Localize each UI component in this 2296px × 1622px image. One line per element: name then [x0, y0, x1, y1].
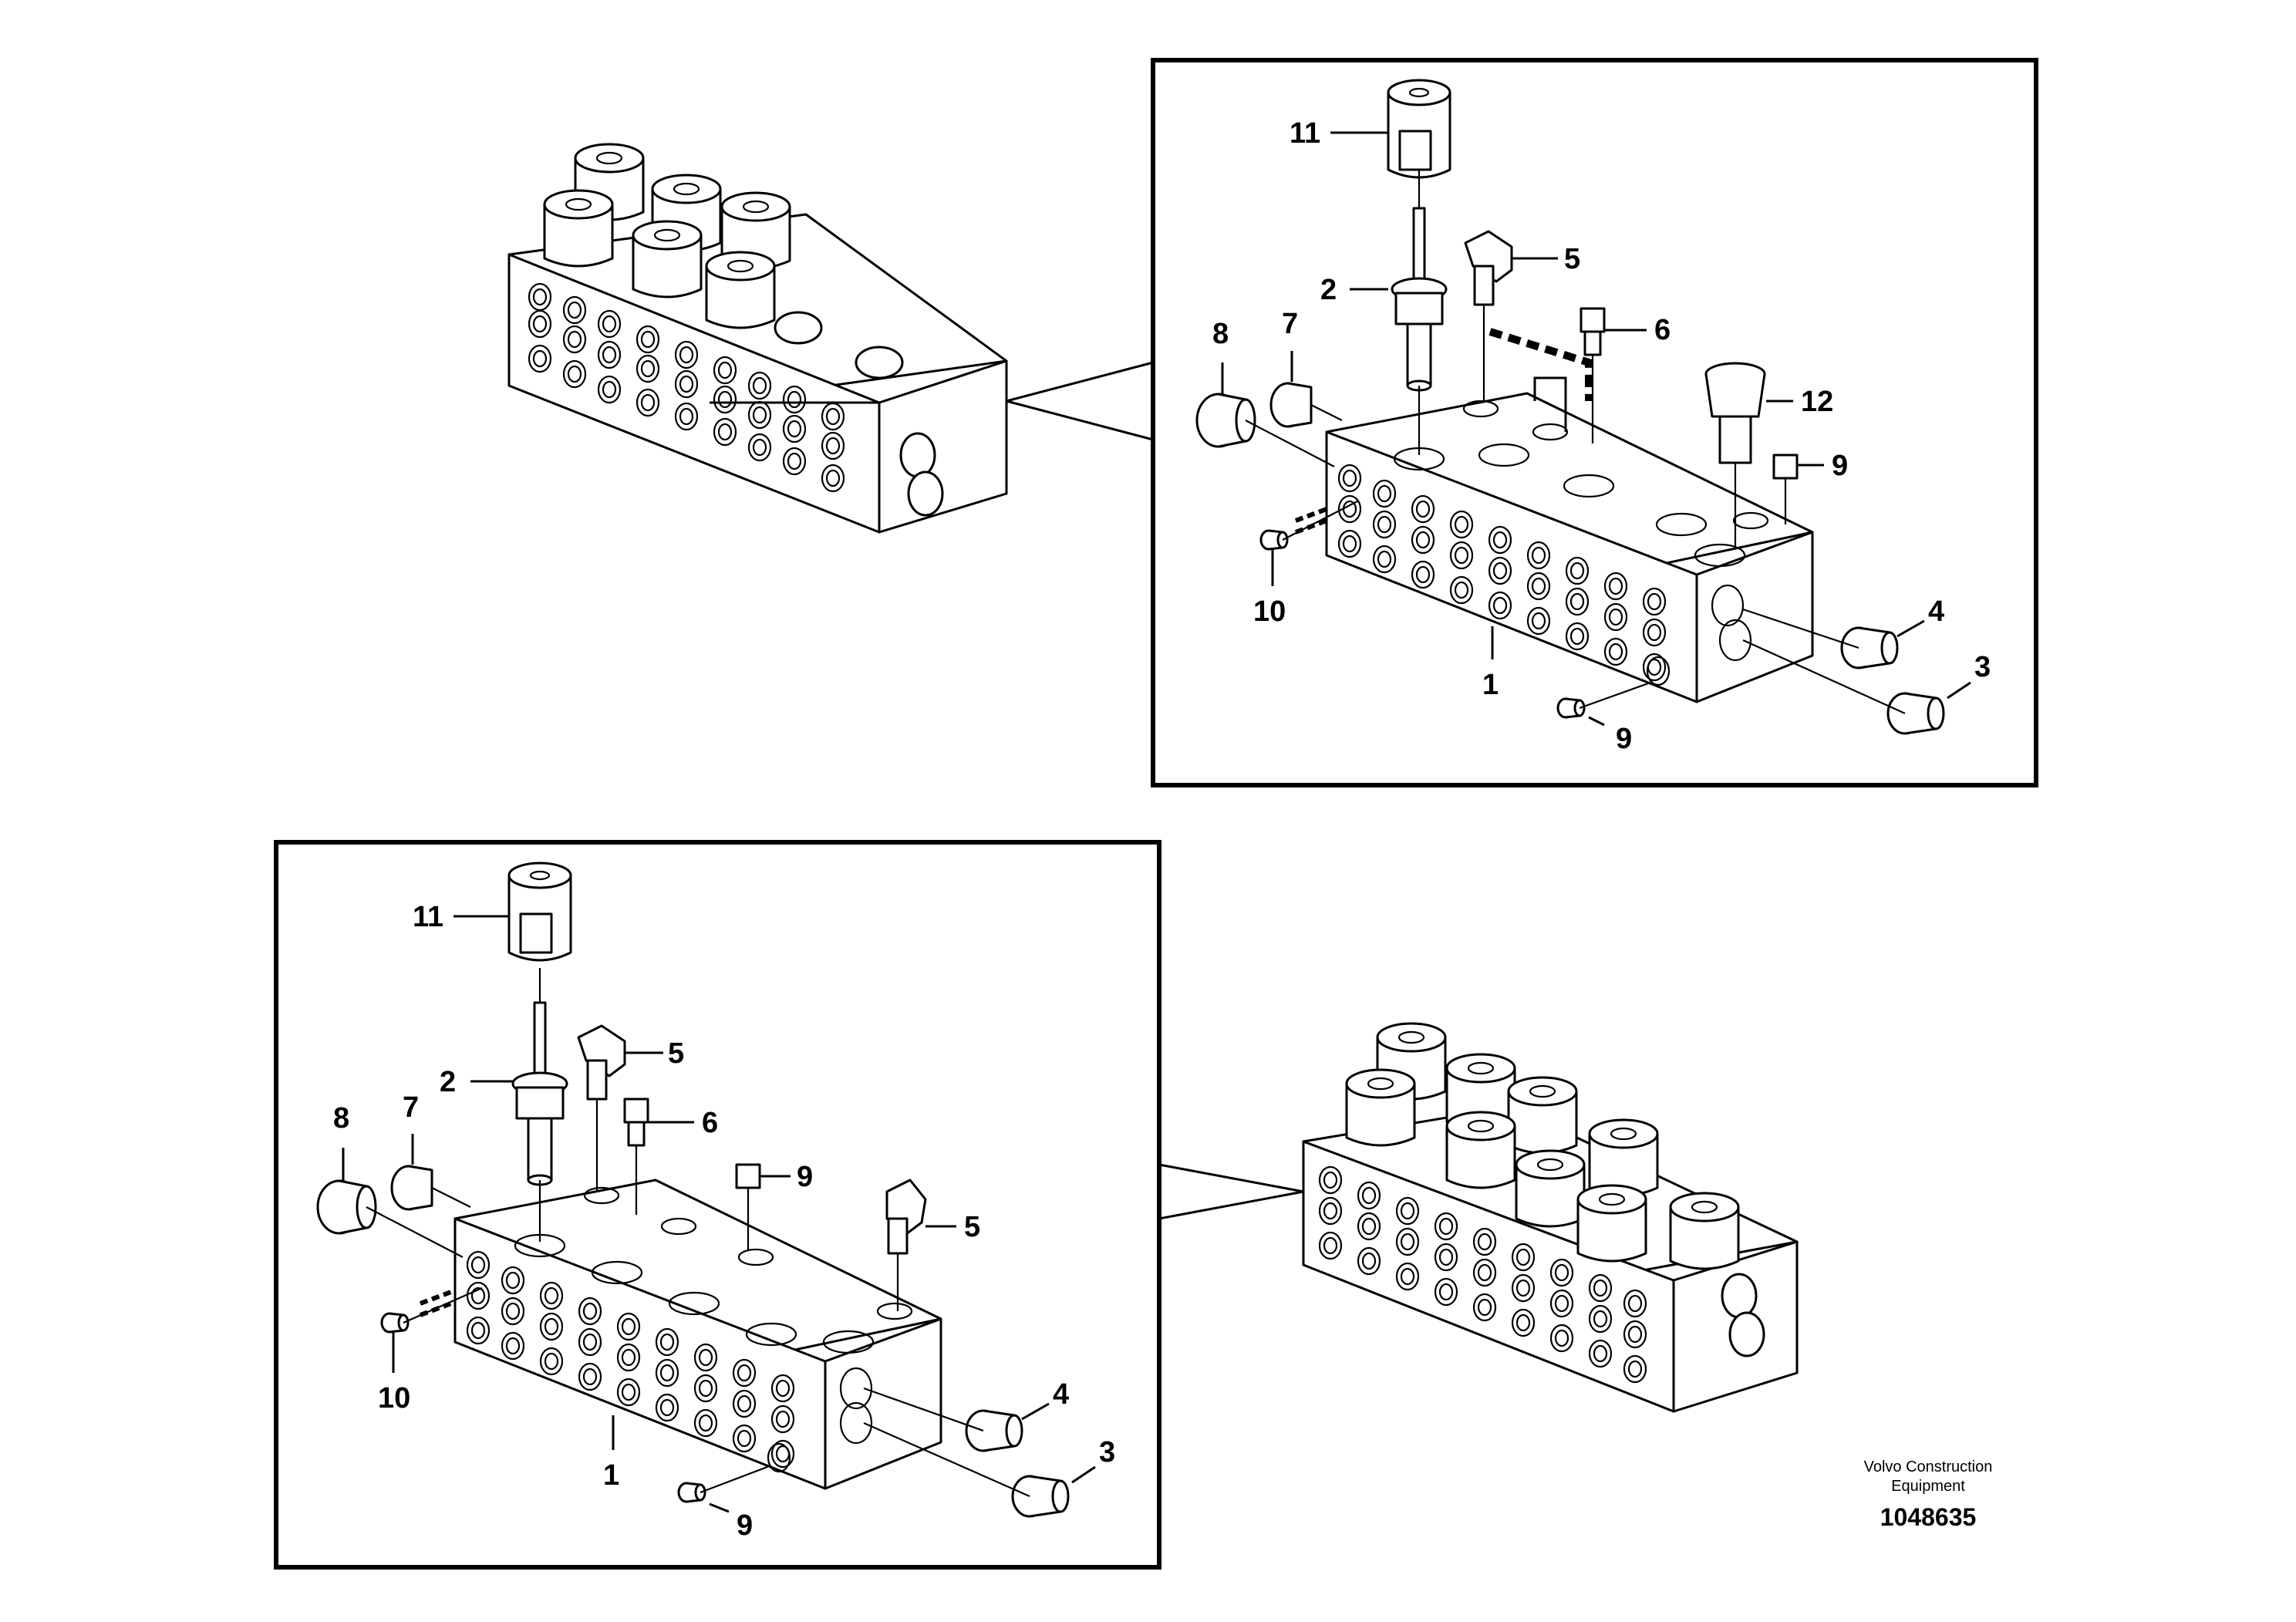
document-number: 1048635 — [1880, 1503, 1977, 1531]
callout-bottom-7: 7 — [403, 1091, 419, 1124]
valve-block-exploded-bottom — [316, 862, 1070, 1518]
detail-frame-top — [1151, 58, 2038, 787]
callout-bottom-5a: 5 — [668, 1037, 684, 1070]
callout-top-4: 4 — [1928, 595, 1944, 628]
callouts-top: 11 2 5 6 12 9 8 7 10 1 9 4 3 — [1212, 117, 1991, 755]
callout-top-6: 6 — [1654, 314, 1671, 346]
document-footer: Volvo Construction Equipment 1048635 — [1864, 1458, 1993, 1531]
callout-bottom-9b: 9 — [737, 1509, 753, 1542]
callout-top-8: 8 — [1212, 318, 1229, 350]
callout-bottom-1: 1 — [603, 1459, 619, 1492]
detail-frame-bottom — [274, 840, 1161, 1570]
publisher-line-1: Volvo Construction — [1864, 1458, 1993, 1475]
callout-top-9a: 9 — [1832, 450, 1848, 482]
callout-top-11: 11 — [1290, 117, 1320, 150]
callout-top-10: 10 — [1253, 595, 1286, 628]
callout-top-9b: 9 — [1616, 723, 1632, 755]
callout-bottom-10: 10 — [378, 1382, 410, 1415]
valve-block-assembled-bottom — [1302, 1022, 1799, 1413]
callout-bottom-11: 11 — [413, 901, 443, 933]
callout-bottom-3: 3 — [1099, 1436, 1115, 1469]
callout-top-7: 7 — [1282, 308, 1298, 340]
valve-block-assembled-top — [507, 143, 1008, 534]
callout-top-12: 12 — [1801, 386, 1833, 418]
callout-bottom-4: 4 — [1053, 1378, 1069, 1411]
callout-bottom-6: 6 — [702, 1107, 718, 1139]
callout-top-3: 3 — [1974, 651, 1991, 683]
callout-top-1: 1 — [1482, 669, 1499, 701]
callouts-bottom: 11 2 5 6 9 5 8 7 10 1 9 4 3 — [333, 901, 1115, 1542]
leaders-bottom — [342, 915, 1096, 1513]
callout-top-5: 5 — [1564, 243, 1580, 275]
leaders-top — [1221, 131, 1971, 727]
callout-bottom-8: 8 — [333, 1102, 349, 1135]
zoom-connector-bottom — [1158, 1163, 1304, 1220]
callout-top-2: 2 — [1320, 274, 1337, 306]
callout-bottom-2: 2 — [440, 1066, 456, 1098]
publisher-line-2: Equipment — [1891, 1478, 1965, 1495]
zoom-connector-top — [1006, 361, 1154, 441]
callout-bottom-5b: 5 — [964, 1211, 980, 1243]
callout-bottom-9a: 9 — [797, 1161, 813, 1193]
valve-block-exploded-top — [1195, 79, 1945, 735]
